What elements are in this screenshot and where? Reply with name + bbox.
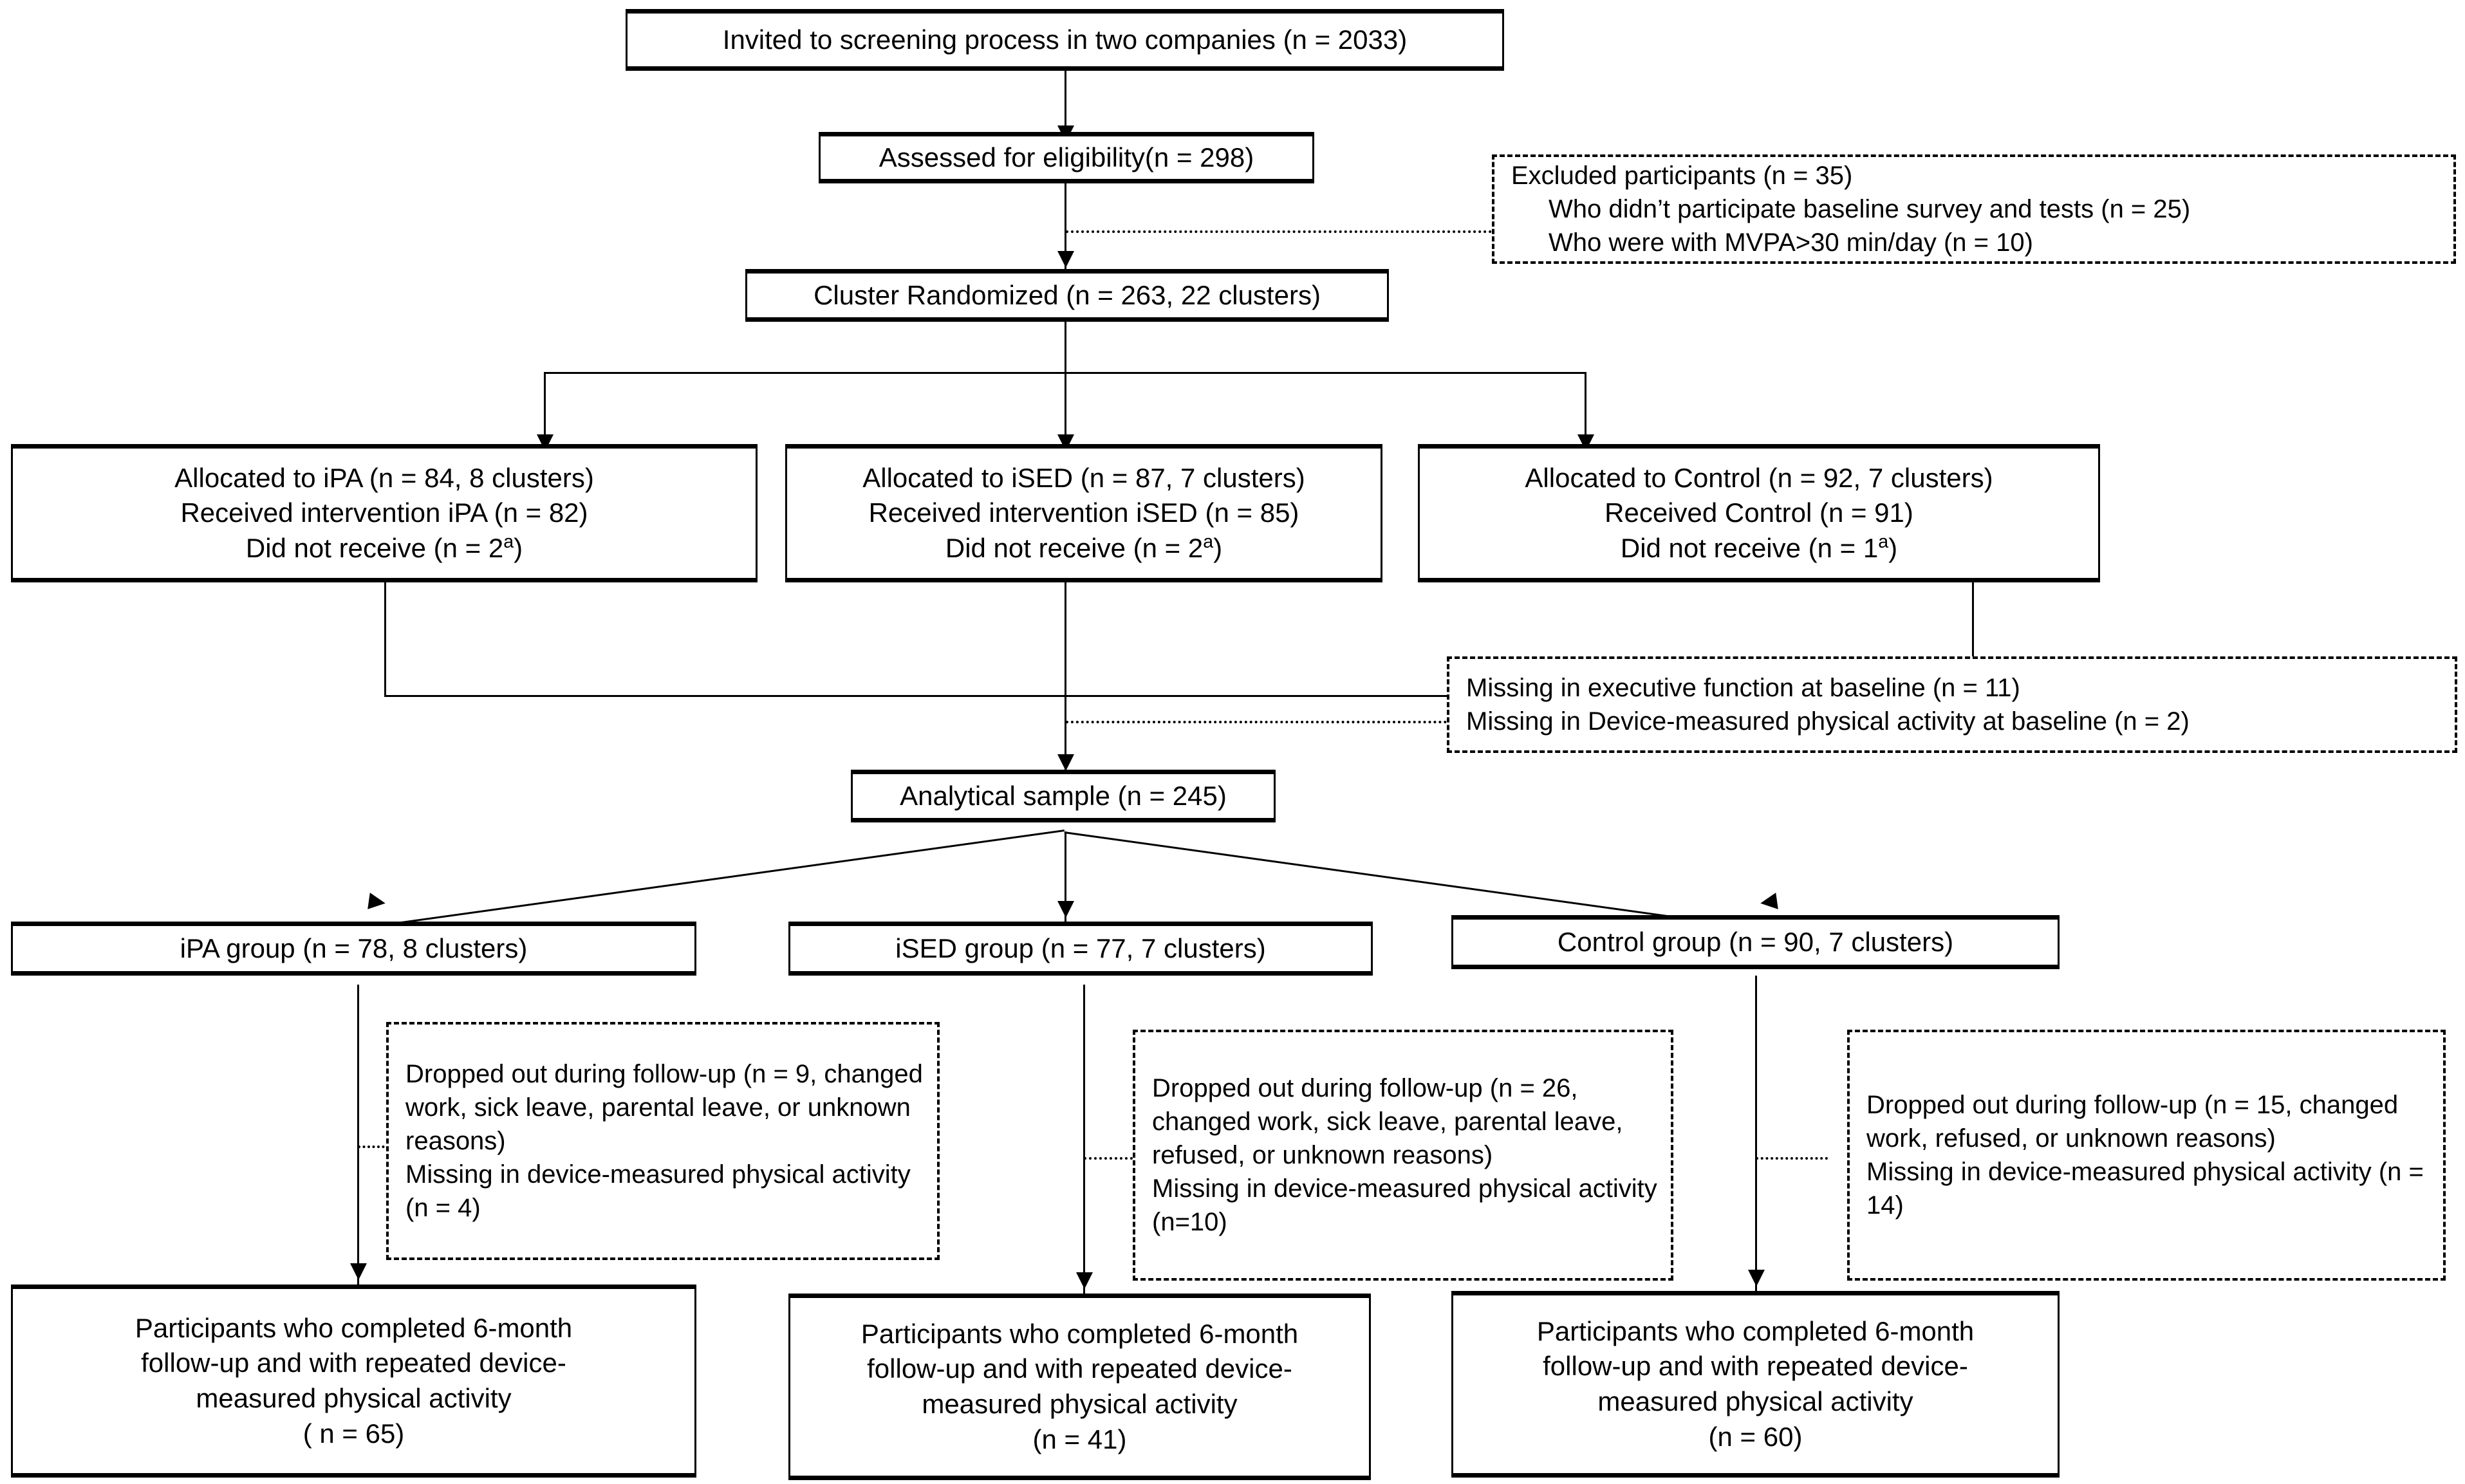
node-completed-ipa: Participants who completed 6-month follo…	[11, 1285, 696, 1478]
node-dropout-ipa: Dropped out during follow-up (n = 9, cha…	[386, 1022, 940, 1260]
connector-merge-bar	[384, 695, 1974, 697]
node-missing-baseline-line-2: Missing in Device-measured physical acti…	[1466, 707, 2190, 736]
node-alloc-control-line3-end: )	[1888, 532, 1898, 563]
node-group-control-line-1: Control group (n = 90, 7 clusters)	[1557, 926, 1954, 957]
node-group-ised: iSED group (n = 77, 7 clusters)	[788, 922, 1373, 976]
connector-randomized-down	[1065, 322, 1066, 373]
node-alloc-ipa-line-2: Received intervention iPA (n = 82)	[180, 497, 588, 528]
node-completed-control-line-1: Participants who completed 6-month	[1536, 1315, 1975, 1346]
node-completed-ised-line-1: Participants who completed 6-month	[860, 1318, 1299, 1349]
connector-ipa-down	[384, 582, 386, 696]
node-completed-ipa-line-3: measured physical activity	[196, 1383, 512, 1413]
node-completed-ipa-line-2: follow-up and with repeated device-	[141, 1348, 566, 1378]
node-completed-control-line-3: measured physical activity	[1597, 1386, 1913, 1416]
node-group-control: Control group (n = 90, 7 clusters)	[1451, 915, 2060, 969]
node-alloc-control-line-3: Did not receive (n = 1a)	[1621, 531, 1897, 566]
node-analytical-line-1: Analytical sample (n = 245)	[900, 780, 1227, 811]
node-dropout-ised-line-2: Missing in device-measured physical acti…	[1152, 1174, 1657, 1236]
node-alloc-ipa-line-3: Did not receive (n = 2a)	[246, 531, 523, 566]
node-completed-ised: Participants who completed 6-month follo…	[788, 1294, 1371, 1480]
node-group-ipa: iPA group (n = 78, 8 clusters)	[11, 922, 696, 976]
node-alloc-ised-line3-main: Did not receive (n = 2	[945, 532, 1204, 563]
node-alloc-ipa-line-1: Allocated to iPA (n = 84, 8 clusters)	[174, 462, 594, 493]
connector-dropout-control-dotted	[1756, 1157, 1828, 1160]
connector-dropout-ipa-dotted	[358, 1145, 399, 1148]
connector-split-center	[1065, 372, 1066, 452]
arrowhead-completed-control	[1748, 1270, 1765, 1286]
node-group-ised-line-1: iSED group (n = 77, 7 clusters)	[895, 932, 1266, 963]
arrowhead-group-control	[1759, 893, 1778, 912]
node-completed-ised-line-3: measured physical activity	[922, 1389, 1238, 1419]
connector-split-left	[544, 372, 546, 452]
node-alloc-control-line-1: Allocated to Control (n = 92, 7 clusters…	[1525, 462, 1993, 493]
connector-analytical-to-ised	[1065, 831, 1066, 922]
node-alloc-control-line3-main: Did not receive (n = 1	[1620, 532, 1879, 563]
arrowhead-completed-ipa	[350, 1263, 367, 1280]
connector-excluded-dotted	[1066, 230, 1497, 233]
node-alloc-ipa-line3-sup: a	[503, 531, 514, 552]
connector-invited-to-assessed	[1065, 71, 1066, 148]
node-alloc-ised-line-2: Received intervention iSED (n = 85)	[868, 497, 1299, 528]
connector-assessed-to-randomized	[1065, 183, 1066, 274]
node-alloc-ipa: Allocated to iPA (n = 84, 8 clusters) Re…	[11, 444, 758, 582]
node-alloc-ised-line3-end: )	[1213, 532, 1223, 563]
node-alloc-ipa-line3-main: Did not receive (n = 2	[245, 532, 504, 563]
node-excluded: Excluded participants (n = 35) Who didn’…	[1492, 154, 2456, 264]
node-dropout-ipa-line-1: Dropped out during follow-up (n = 9, cha…	[405, 1060, 923, 1155]
node-invited-line-1: Invited to screening process in two comp…	[722, 24, 1408, 55]
connector-control-group-down	[1755, 976, 1757, 1292]
node-completed-control-line-2: follow-up and with repeated device-	[1543, 1351, 1968, 1382]
node-dropout-ipa-line-2: Missing in device-measured physical acti…	[405, 1160, 911, 1222]
arrowhead-group-ised	[1057, 901, 1074, 918]
arrowhead-group-ipa	[367, 893, 387, 912]
arrowhead-completed-ised	[1076, 1272, 1093, 1289]
node-analytical-sample: Analytical sample (n = 245)	[851, 770, 1276, 822]
node-dropout-control: Dropped out during follow-up (n = 15, ch…	[1847, 1030, 2446, 1281]
node-completed-ipa-line-1: Participants who completed 6-month	[135, 1312, 573, 1343]
node-assessed: Assessed for eligibility(n = 298)	[819, 132, 1314, 183]
node-completed-ipa-line-4: ( n = 65)	[302, 1418, 405, 1449]
node-dropout-ised-line-1: Dropped out during follow-up (n = 26, ch…	[1152, 1074, 1623, 1169]
node-completed-control-line-4: (n = 60)	[1708, 1421, 1803, 1452]
connector-ised-group-down	[1083, 985, 1085, 1295]
node-alloc-ised-line-1: Allocated to iSED (n = 87, 7 clusters)	[862, 462, 1305, 493]
connector-control-down	[1972, 582, 1974, 696]
node-excluded-line-3: Who were with MVPA>30 min/day (n = 10)	[1549, 228, 2033, 257]
node-randomized: Cluster Randomized (n = 263, 22 clusters…	[745, 269, 1389, 322]
arrowhead-randomized	[1057, 251, 1074, 268]
node-alloc-control-line3-sup: a	[1878, 531, 1889, 552]
node-missing-baseline-line-1: Missing in executive function at baselin…	[1466, 674, 2020, 702]
node-randomized-line-1: Cluster Randomized (n = 263, 22 clusters…	[814, 279, 1321, 310]
connector-split-right	[1585, 372, 1586, 452]
node-completed-control: Participants who completed 6-month follo…	[1451, 1291, 2060, 1478]
node-assessed-line-1: Assessed for eligibility(n = 298)	[879, 142, 1254, 172]
node-excluded-line-1: Excluded participants (n = 35)	[1511, 162, 1853, 190]
connector-analytical-to-ipa	[321, 830, 1065, 935]
node-alloc-ised-line-3: Did not receive (n = 2a)	[945, 531, 1222, 566]
node-missing-baseline: Missing in executive function at baselin…	[1447, 656, 2457, 753]
node-alloc-control: Allocated to Control (n = 92, 7 clusters…	[1418, 444, 2100, 582]
node-alloc-ipa-line3-end: )	[514, 532, 523, 563]
connector-ipa-group-down	[357, 985, 359, 1286]
node-alloc-control-line-2: Received Control (n = 91)	[1605, 497, 1913, 528]
node-dropout-control-line-1: Dropped out during follow-up (n = 15, ch…	[1866, 1091, 2399, 1153]
connector-missing-baseline-dotted	[1066, 721, 1452, 723]
node-dropout-control-line-2: Missing in device-measured physical acti…	[1866, 1158, 2424, 1220]
node-invited: Invited to screening process in two comp…	[626, 9, 1504, 71]
node-alloc-ised-line3-sup: a	[1203, 531, 1214, 552]
arrowhead-analytical	[1057, 754, 1074, 771]
node-group-ipa-line-1: iPA group (n = 78, 8 clusters)	[180, 932, 528, 963]
connector-merge-to-analytical	[1065, 582, 1066, 775]
node-dropout-ised: Dropped out during follow-up (n = 26, ch…	[1133, 1030, 1673, 1281]
connector-dropout-ised-dotted	[1084, 1157, 1143, 1160]
node-completed-ised-line-2: follow-up and with repeated device-	[867, 1353, 1292, 1384]
node-completed-ised-line-4: (n = 41)	[1032, 1424, 1127, 1454]
node-excluded-line-2: Who didn’t participate baseline survey a…	[1549, 195, 2191, 223]
node-alloc-ised: Allocated to iSED (n = 87, 7 clusters) R…	[785, 444, 1382, 582]
